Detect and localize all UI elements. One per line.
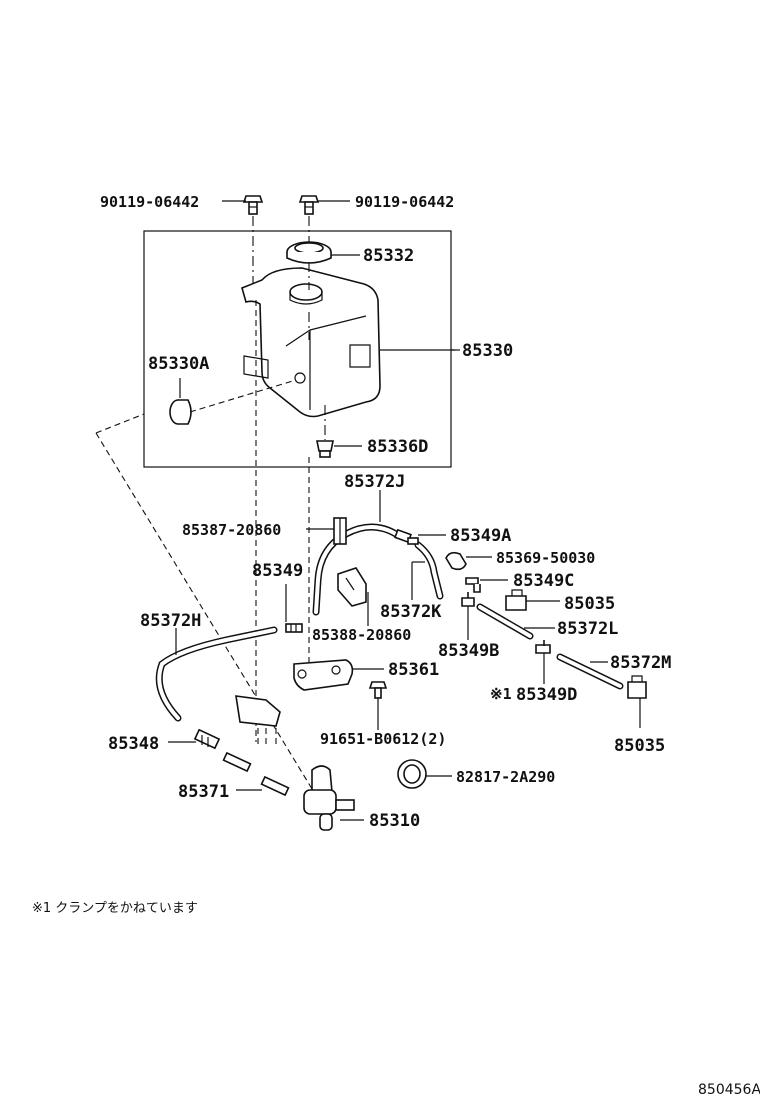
clamp-50030-icon[interactable]: [445, 551, 467, 571]
nozzle-icon[interactable]: [193, 728, 221, 750]
washer-pump-icon[interactable]: [303, 765, 355, 831]
label-grommet: 85330A: [148, 354, 209, 374]
hose-l-icon[interactable]: [476, 603, 534, 640]
label-pump: 85310: [369, 811, 420, 831]
label-joint-d: 85349D: [516, 685, 577, 705]
label-pipe: 85371: [178, 782, 229, 802]
label-grommet2: 82817-2A290: [456, 768, 555, 786]
label-bracket: 85361: [388, 660, 439, 680]
label-clamp-a: 85035: [564, 594, 615, 614]
washer-tank-icon[interactable]: [241, 267, 381, 418]
joint-b-icon[interactable]: [461, 592, 475, 607]
label-hose-m: 85372M: [610, 653, 671, 673]
label-clamp-b: 85035: [614, 736, 665, 756]
tank-assembly-frame: [143, 230, 452, 468]
tank-cap-icon[interactable]: [286, 241, 332, 264]
bracket-bolt-icon[interactable]: [368, 681, 388, 699]
grommet-icon[interactable]: [169, 399, 192, 425]
label-joint-c: 85349C: [513, 571, 574, 591]
hose-m-icon[interactable]: [556, 653, 624, 690]
label-joint-a: 85349A: [450, 526, 511, 546]
clip-b20860-icon[interactable]: [337, 567, 367, 607]
label-bolt-bottom: 91651-B0612(2): [320, 730, 446, 748]
label-clamp-50030: 85369-50030: [496, 549, 595, 567]
joint-icon[interactable]: [285, 623, 303, 633]
label-joint-b: 85349B: [438, 641, 499, 661]
clip-20860-icon[interactable]: [333, 517, 347, 545]
clamp-a-icon[interactable]: [505, 589, 527, 611]
hose-k-icon[interactable]: [414, 541, 444, 600]
label-hose-h: 85372H: [140, 611, 201, 631]
label-nozzle: 85348: [108, 734, 159, 754]
pump-bracket-icon[interactable]: [293, 659, 354, 691]
label-hose-j: 85372J: [344, 472, 405, 492]
footnote: ※1 クランプをかねています: [32, 901, 198, 916]
label-joint-d-mark: ※1: [490, 685, 512, 703]
pump-grommet-icon[interactable]: [397, 759, 427, 789]
joint-c-icon[interactable]: [465, 577, 481, 593]
label-plug: 85336D: [367, 437, 428, 457]
joint-d-icon[interactable]: [535, 640, 551, 654]
clamp-b-icon[interactable]: [627, 675, 647, 699]
drain-plug-icon[interactable]: [316, 440, 334, 458]
label-tank: 85330: [462, 341, 513, 361]
label-bolt-left: 90119-06442: [100, 193, 199, 211]
label-clip-b20860: 85388-20860: [312, 626, 411, 644]
drawing-code: 850456A: [698, 1082, 760, 1098]
bolt-right-icon[interactable]: [298, 195, 320, 215]
joint-a-icon[interactable]: [394, 528, 419, 545]
mount-bracket-icon[interactable]: [235, 695, 281, 744]
label-hose-l: 85372L: [557, 619, 618, 639]
label-bolt-right: 90119-06442: [355, 193, 454, 211]
hose-h-icon[interactable]: [155, 626, 278, 722]
label-cap: 85332: [363, 246, 414, 266]
pipe-icon[interactable]: [222, 751, 290, 797]
label-hose-k: 85372K: [380, 602, 442, 622]
label-joint: 85349: [252, 561, 303, 581]
label-clip-20860: 85387-20860: [182, 521, 281, 539]
bolt-left-icon[interactable]: [242, 195, 264, 215]
